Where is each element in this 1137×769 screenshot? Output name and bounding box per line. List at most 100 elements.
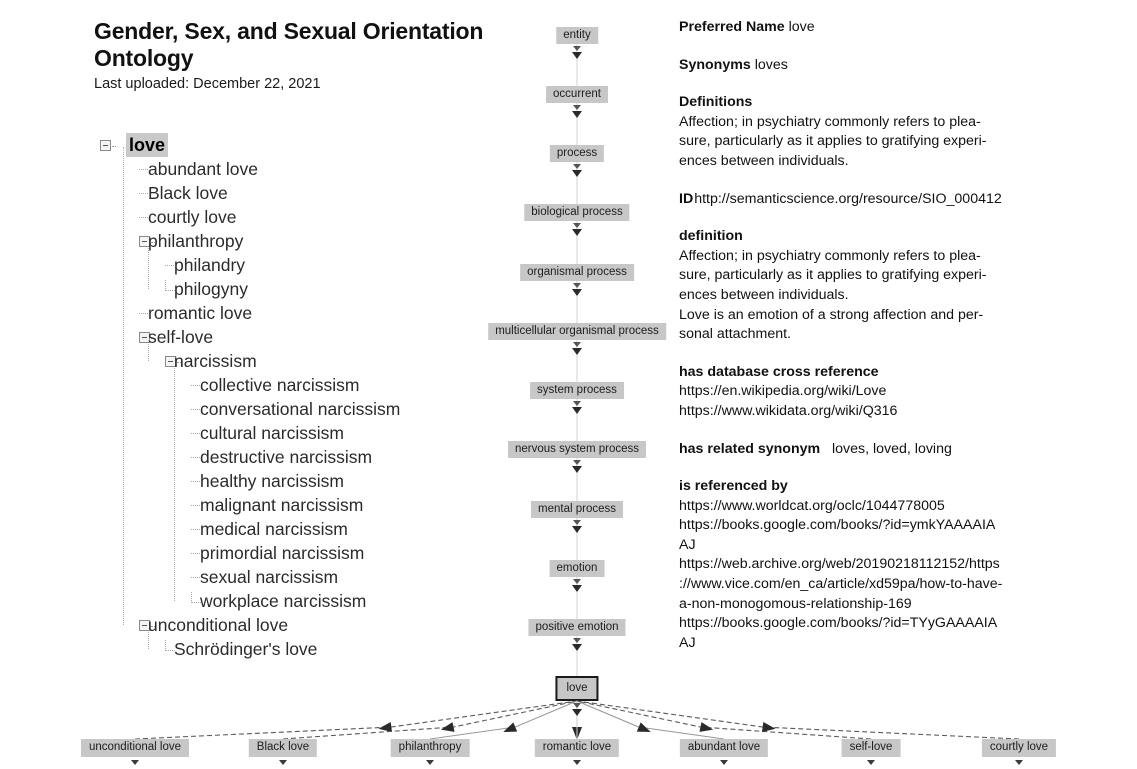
graph-child-expand-icon[interactable] bbox=[573, 760, 581, 765]
tree-item-label[interactable]: healthy narcissism bbox=[200, 471, 344, 491]
text-line: Affection; in psychiatry commonly refers… bbox=[679, 247, 981, 264]
tree-item[interactable]: philogyny bbox=[100, 277, 520, 301]
tree-item[interactable]: unconditional love bbox=[100, 613, 520, 637]
graph-child-expand-icon[interactable] bbox=[1015, 760, 1023, 765]
related-synonym-label: has related synonym bbox=[679, 440, 821, 457]
tree-item[interactable]: self-love bbox=[100, 325, 520, 349]
graph-child-expand-icon[interactable] bbox=[720, 760, 728, 765]
related-synonym-row: has related synonym loves, loved, loving bbox=[679, 440, 1071, 460]
tree-item-label[interactable]: romantic love bbox=[148, 303, 253, 323]
synonyms-value: loves bbox=[754, 56, 788, 73]
tree-item[interactable]: destructive narcissism bbox=[100, 445, 520, 469]
tree-item[interactable]: malignant narcissism bbox=[100, 493, 520, 517]
text-line: ences between individuals. bbox=[679, 286, 849, 303]
definitions-value: Affection; in psychiatry commonly refers… bbox=[679, 113, 1071, 172]
tree-item-label[interactable]: destructive narcissism bbox=[200, 447, 373, 467]
tree-item-label[interactable]: narcissism bbox=[174, 351, 257, 371]
spacer bbox=[679, 172, 1071, 190]
tree-item[interactable]: narcissism bbox=[100, 349, 520, 373]
spacer bbox=[679, 75, 1071, 93]
graph-child-expand-icon[interactable] bbox=[279, 760, 287, 765]
text-line: sonal attachment. bbox=[679, 326, 791, 343]
tree-branch-tick bbox=[191, 592, 201, 603]
referenced-by-values[interactable]: https://www.worldcat.org/oclc/1044778005… bbox=[679, 497, 1071, 654]
tree-item[interactable]: workplace narcissism bbox=[100, 589, 520, 613]
graph-child-node[interactable]: unconditional love bbox=[80, 739, 190, 757]
graph-edge-arrow-icon bbox=[378, 722, 393, 732]
graph-child-node[interactable]: abundant love bbox=[679, 739, 769, 757]
tree-item-label[interactable]: Schrödinger's love bbox=[174, 639, 318, 659]
tree-item[interactable]: philandry bbox=[100, 253, 520, 277]
graph-child-node[interactable]: romantic love bbox=[534, 739, 620, 757]
tree-branch-tick bbox=[165, 640, 175, 651]
text-line: sure, particularly as it applies to grat… bbox=[679, 133, 987, 150]
tree-guide-line bbox=[148, 339, 149, 361]
tree-item-label[interactable]: workplace narcissism bbox=[200, 591, 367, 611]
tree-item-label[interactable]: primordial narcissism bbox=[200, 543, 365, 563]
tree-item[interactable]: philanthropy bbox=[100, 229, 520, 253]
text-line: Love is an emotion of a strong affection… bbox=[679, 306, 984, 323]
tree-collapse-icon[interactable] bbox=[165, 356, 181, 367]
tree-branch-tick bbox=[191, 385, 200, 386]
tree-item[interactable]: romantic love bbox=[100, 301, 520, 325]
graph-child-node[interactable]: self-love bbox=[841, 739, 901, 757]
tree-collapse-icon[interactable] bbox=[139, 236, 155, 247]
tree-item-label[interactable]: philandry bbox=[174, 255, 246, 275]
graph-child-node[interactable]: courtly love bbox=[981, 739, 1057, 757]
tree-item-label[interactable]: medical narcissism bbox=[200, 519, 348, 539]
graph-edge bbox=[576, 700, 725, 740]
spacer bbox=[679, 345, 1071, 363]
synonyms-row: Synonyms loves bbox=[679, 56, 1071, 76]
graph-child-node[interactable]: Black love bbox=[248, 739, 318, 757]
tree-item[interactable]: sexual narcissism bbox=[100, 565, 520, 589]
tree-item[interactable]: healthy narcissism bbox=[100, 469, 520, 493]
tree-item[interactable]: medical narcissism bbox=[100, 517, 520, 541]
tree-item[interactable]: love bbox=[100, 133, 520, 157]
preferred-name-value: love bbox=[788, 19, 815, 35]
graph-child-node[interactable]: philanthropy bbox=[390, 739, 470, 757]
tree-item[interactable]: primordial narcissism bbox=[100, 541, 520, 565]
graph-edge-arrow-icon bbox=[440, 722, 455, 732]
graph-child-expand-icon[interactable] bbox=[867, 760, 875, 765]
tree-branch-tick bbox=[139, 217, 148, 218]
tree-collapse-icon[interactable] bbox=[139, 332, 155, 343]
tree-item-selected-label[interactable]: love bbox=[126, 133, 169, 157]
graph-center-arrow-icon bbox=[572, 709, 582, 716]
tree-item-label[interactable]: collective narcissism bbox=[200, 375, 360, 395]
tree-item[interactable]: Black love bbox=[100, 181, 520, 205]
tree-item-label[interactable]: Black love bbox=[148, 183, 228, 203]
id-value[interactable]: http://semanticscience.org/resource/SIO_… bbox=[694, 190, 1002, 207]
tree-item-label[interactable]: cultural narcissism bbox=[200, 423, 344, 443]
graph-child-expand-icon[interactable] bbox=[131, 760, 139, 765]
graph-child-expand-icon[interactable] bbox=[426, 760, 434, 765]
tree-item-label[interactable]: unconditional love bbox=[148, 615, 289, 635]
tree-item-label[interactable]: self-love bbox=[148, 327, 214, 347]
tree-item[interactable]: conversational narcissism bbox=[100, 397, 520, 421]
title-block: Gender, Sex, and Sexual Orientation Onto… bbox=[94, 18, 544, 92]
tree-item-label[interactable]: malignant narcissism bbox=[200, 495, 364, 515]
tree-guide-line bbox=[123, 147, 124, 625]
graph-edge-arrow-icon bbox=[503, 722, 518, 733]
tree-collapse-icon[interactable] bbox=[100, 140, 116, 151]
tree-item[interactable]: cultural narcissism bbox=[100, 421, 520, 445]
tree-item[interactable]: abundant love bbox=[100, 157, 520, 181]
definition-label: definition bbox=[679, 228, 743, 245]
tree-item-label[interactable]: philogyny bbox=[174, 279, 248, 299]
tree-item-label[interactable]: sexual narcissism bbox=[200, 567, 339, 587]
tree-guide-line bbox=[148, 243, 149, 289]
text-line: https://www.wikidata.org/wiki/Q316 bbox=[679, 402, 898, 419]
tree-item-label[interactable]: conversational narcissism bbox=[200, 399, 401, 419]
graph-edge bbox=[282, 700, 578, 740]
graph-edge-arrow-icon bbox=[699, 722, 714, 732]
tree-item-label[interactable]: abundant love bbox=[148, 159, 258, 179]
tree-collapse-icon[interactable] bbox=[139, 620, 155, 631]
tree-item[interactable]: Schrödinger's love bbox=[100, 637, 520, 661]
graph-edge bbox=[134, 700, 578, 740]
tree-item-label[interactable]: philanthropy bbox=[148, 231, 244, 251]
tree-item[interactable]: courtly love bbox=[100, 205, 520, 229]
text-line: https://books.google.com/books/?id=TYyGA… bbox=[679, 615, 998, 632]
detail-panel: Preferred Name love Synonyms loves Defin… bbox=[679, 18, 1071, 653]
tree-item-label[interactable]: courtly love bbox=[148, 207, 237, 227]
tree-item[interactable]: collective narcissism bbox=[100, 373, 520, 397]
